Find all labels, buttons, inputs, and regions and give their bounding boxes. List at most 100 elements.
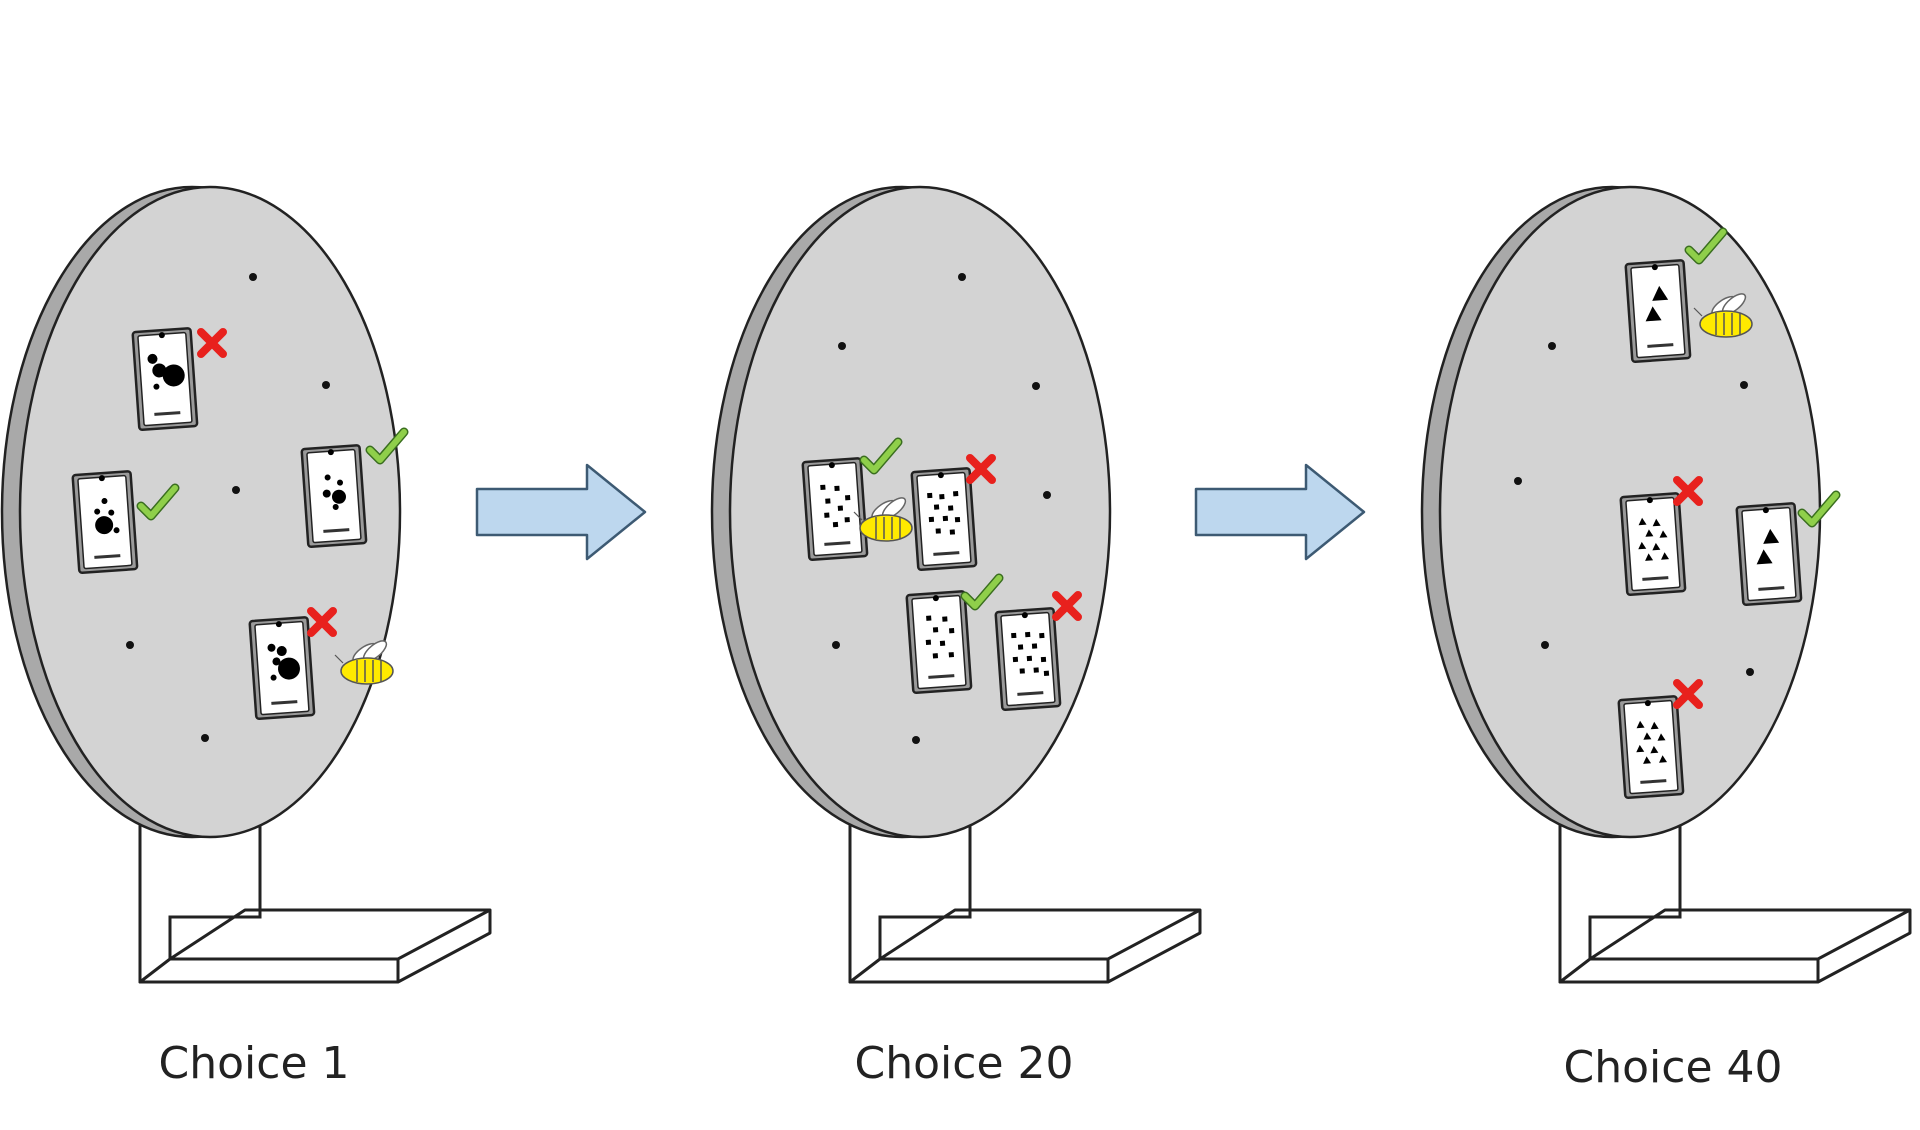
square-stimulus: [925, 639, 932, 645]
card-stimuli: [1756, 528, 1780, 565]
disk-hole: [1740, 381, 1748, 389]
cross-icon-stroke: [1673, 476, 1703, 506]
square-stimulus: [837, 505, 844, 511]
bee-body: [1699, 310, 1753, 338]
card-pin: [932, 595, 939, 602]
card-pin: [1762, 507, 1769, 514]
dot-stimulus: [332, 503, 339, 510]
square-stimulus: [844, 494, 851, 501]
card-bar: [1640, 779, 1667, 784]
disk-hole: [1043, 491, 1051, 499]
check-icon-stroke: [138, 485, 178, 519]
stimulus-card: [248, 616, 316, 721]
square-stimulus: [1019, 668, 1025, 674]
bee-antenna: [334, 654, 344, 664]
stimulus-card: [910, 467, 978, 572]
disk-holes: [126, 273, 330, 742]
card-stimuli: [1645, 285, 1669, 322]
triangle-stimulus: [1661, 552, 1670, 560]
dot-stimulus: [331, 489, 346, 504]
card-pin: [828, 462, 835, 469]
square-stimulus: [1033, 667, 1039, 673]
bee-antenna: [1693, 307, 1703, 317]
cross-icon-stroke: [197, 328, 227, 358]
disk-hole: [1514, 477, 1522, 485]
check-icon: [1797, 490, 1841, 528]
dot-stimulus: [113, 527, 120, 534]
cross-icon: [1673, 476, 1703, 506]
card-stimuli: [925, 615, 955, 659]
caption-choice-1: Choice 1: [158, 1038, 350, 1089]
card-bar: [1647, 343, 1674, 348]
card-pin: [1021, 612, 1028, 619]
bee-antenna: [853, 511, 863, 521]
triangle-stimulus: [1652, 542, 1661, 551]
card-bar: [824, 541, 851, 546]
dot-stimulus: [101, 498, 108, 505]
stand-base: [1558, 908, 1912, 984]
disk-holes: [1514, 342, 1754, 676]
card-bar: [1642, 576, 1669, 581]
stimulus-card: [131, 327, 199, 432]
dot-stimulus: [322, 489, 331, 498]
triangle-stimulus: [1659, 755, 1668, 763]
dot-stimulus: [276, 646, 287, 657]
card-bar: [94, 554, 121, 559]
square-stimulus: [953, 491, 959, 497]
square-stimulus: [1012, 656, 1019, 663]
square-stimulus: [1031, 643, 1038, 649]
stand-base: [848, 908, 1202, 984]
square-stimulus: [949, 529, 956, 535]
disk-hole: [1032, 382, 1040, 390]
disk-hole: [832, 641, 840, 649]
cross-icon: [197, 328, 227, 358]
triangle-stimulus: [1645, 306, 1662, 322]
stimulus-card: [1735, 502, 1803, 607]
stimulus-card: [801, 457, 869, 562]
triangle-stimulus: [1657, 733, 1666, 741]
stand-post-edge: [1558, 807, 1682, 982]
cross-icon: [966, 454, 996, 484]
square-stimulus: [1040, 656, 1047, 663]
dot-stimulus: [95, 516, 114, 535]
disk-hole: [1541, 641, 1549, 649]
dot-stimulus: [270, 674, 277, 681]
dot-stimulus: [272, 657, 281, 666]
triangle-stimulus: [1636, 744, 1645, 753]
disk-hole: [201, 734, 209, 742]
card-bar: [1758, 586, 1785, 591]
card-pin: [275, 621, 282, 628]
card-bar: [323, 528, 350, 533]
card-bar: [928, 674, 955, 679]
square-stimulus: [1011, 632, 1017, 639]
check-icon: [1684, 227, 1728, 265]
disk-hole: [838, 342, 846, 350]
card-stimuli: [1638, 517, 1670, 561]
disk-holes: [832, 273, 1051, 744]
disk-hole: [912, 736, 920, 744]
card-pin: [98, 475, 105, 482]
card-face: [1625, 496, 1681, 592]
triangle-stimulus: [1636, 720, 1645, 729]
stand-1: [138, 807, 492, 984]
right-arrow-icon: [1194, 463, 1366, 561]
triangle-stimulus: [1650, 745, 1659, 754]
square-stimulus: [935, 528, 941, 534]
dot-stimulus: [94, 508, 101, 515]
triangle-stimulus: [1659, 530, 1668, 538]
square-stimulus: [834, 485, 840, 492]
square-stimulus: [939, 640, 946, 646]
disk-hole: [249, 273, 257, 281]
disk-hole: [126, 641, 134, 649]
check-icon: [365, 427, 409, 465]
card-stimuli: [820, 484, 851, 528]
cross-icon-stroke: [1673, 679, 1703, 709]
triangle-stimulus: [1638, 517, 1647, 526]
stimulus-card: [994, 607, 1062, 712]
card-bar: [154, 411, 181, 416]
dot-stimulus: [324, 474, 331, 481]
stimulus-card: [905, 590, 973, 695]
square-stimulus: [1043, 670, 1050, 676]
dot-stimulus: [267, 643, 276, 652]
